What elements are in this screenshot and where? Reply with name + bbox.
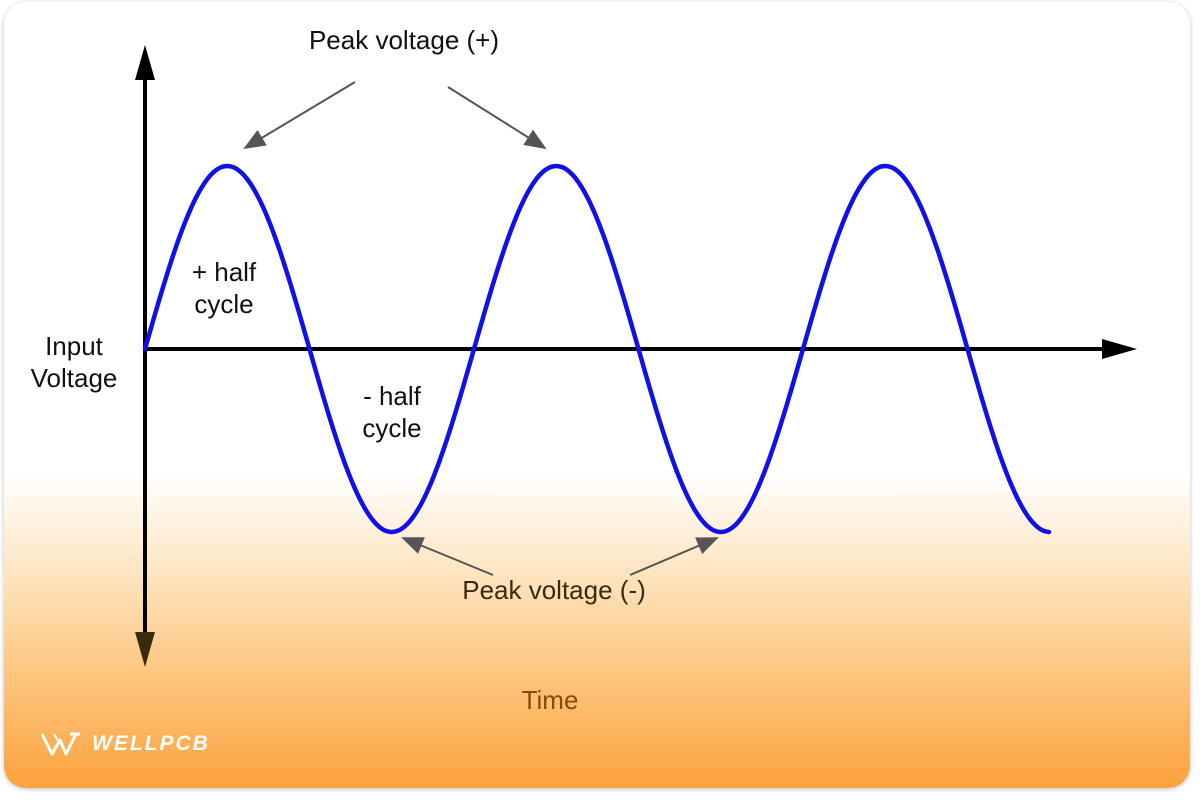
peak-positive-label: Peak voltage (+) [308,25,500,55]
peak-negative-arrow-2 [629,537,719,576]
peak-positive-arrow-2 [447,86,547,150]
diagram-card: Peak voltage (+) Peak voltage (-) + half… [4,2,1190,788]
x-axis-label: Time [521,685,579,715]
y-axis-line1: Input [45,331,103,361]
positive-half-line2: cycle [194,289,254,319]
negative-half-line2: cycle [362,413,422,443]
positive-half-line1: + half [191,257,257,287]
negative-half-line1: - half [363,381,421,411]
y-axis-label: Input Voltage [14,330,134,394]
negative-half-cycle-label: - half cycle [332,380,452,444]
y-axis-arrow-down-icon [135,632,155,667]
peak-negative-label: Peak voltage (-) [462,575,646,605]
y-axis-line2: Voltage [30,363,118,393]
wellpcb-logo: WELLPCB [40,730,210,758]
wellpcb-logo-icon [40,732,80,756]
wellpcb-logo-text: WELLPCB [92,732,210,755]
y-axis-arrow-up-icon [135,45,155,80]
sine-wave-diagram [135,45,1137,667]
sine-wave [142,163,1052,535]
positive-half-cycle-label: + half cycle [164,256,284,320]
peak-negative-arrow-1 [401,537,494,576]
x-axis-arrow-icon [1102,339,1137,359]
peak-positive-arrow-1 [243,81,356,150]
